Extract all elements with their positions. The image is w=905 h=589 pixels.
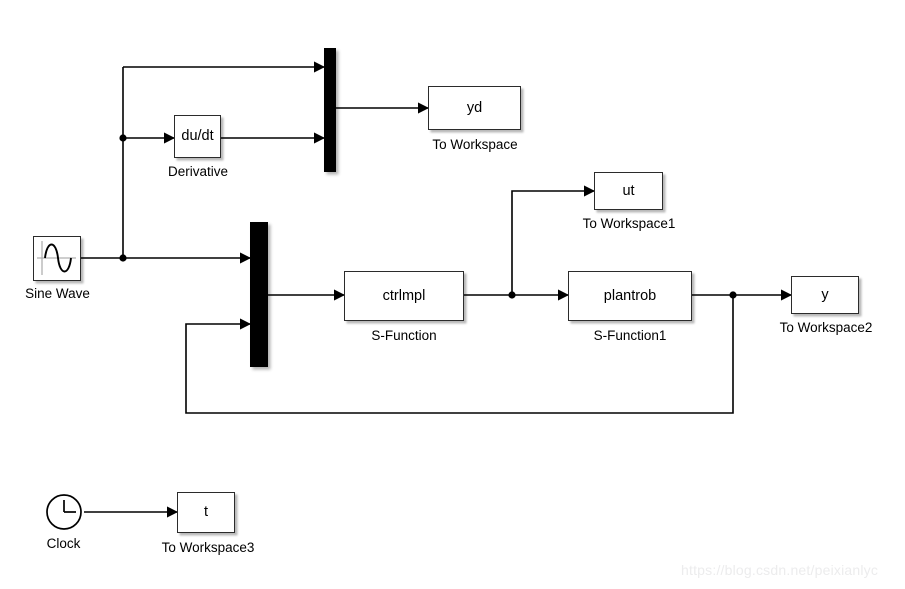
junction-plant-output [729,291,737,299]
block-mux-1[interactable] [324,48,336,172]
block-label-t: t [203,504,209,521]
block-to-workspace-y[interactable]: y [791,276,859,314]
watermark-text: https://blog.csdn.net/peixianlyc [681,562,879,578]
caption-to-workspace-yd: To Workspace [432,137,518,152]
block-derivative[interactable]: du/dt [174,115,221,158]
block-clock[interactable] [44,492,84,532]
caption-to-workspace-y: To Workspace2 [779,320,873,335]
block-mux-2[interactable] [250,222,268,367]
block-label-ctrlmpl: ctrlmpl [382,287,426,304]
block-s-function1[interactable]: plantrob [568,271,692,321]
caption-to-workspace-ut: To Workspace1 [582,216,676,231]
block-label-yd: yd [466,99,483,116]
sine-wave-icon [37,241,76,275]
block-to-workspace-t[interactable]: t [177,492,235,533]
caption-derivative: Derivative [167,164,229,179]
block-label-y: y [821,286,829,303]
caption-sine-wave: Sine Wave [25,286,90,301]
block-s-function[interactable]: ctrlmpl [344,271,464,321]
caption-s-function1: S-Function1 [593,328,667,343]
clock-icon [46,494,82,530]
caption-s-function: S-Function [371,328,437,343]
junction-sine-out [119,254,127,262]
caption-clock: Clock [46,536,81,551]
block-to-workspace-yd[interactable]: yd [428,86,521,130]
caption-to-workspace-t: To Workspace3 [161,540,255,555]
junction-control-signal [508,291,516,299]
junction-derivative-branch [119,134,127,142]
block-label-ut: ut [622,182,635,199]
block-sine-wave[interactable] [33,236,81,281]
block-to-workspace-ut[interactable]: ut [594,172,663,210]
block-label-plantrob: plantrob [603,287,657,304]
block-label-derivative: du/dt [181,128,214,145]
